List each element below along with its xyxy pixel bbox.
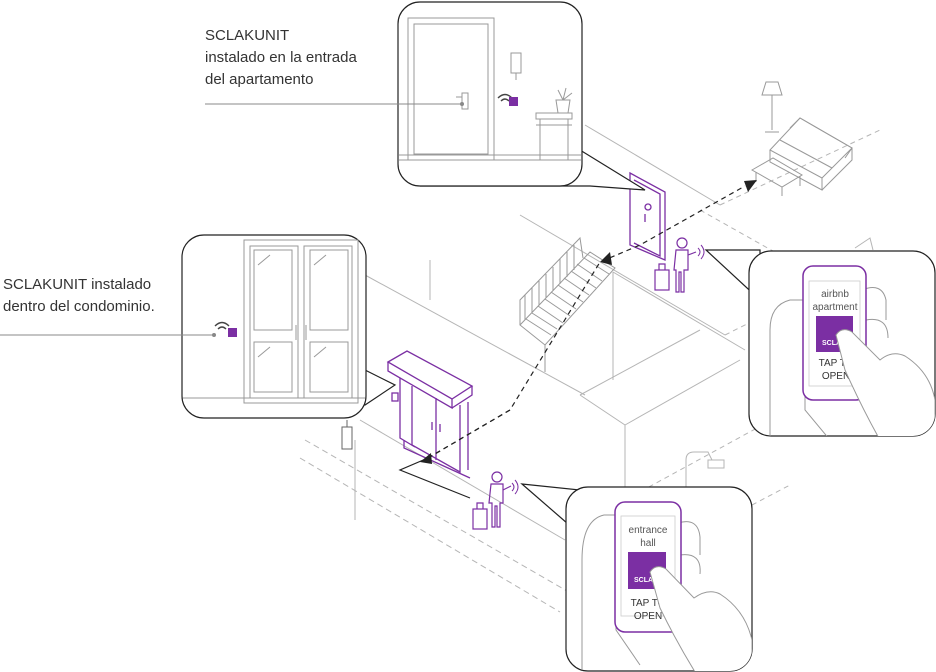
traveler-apartment bbox=[654, 237, 705, 293]
apartment-label-line1: SCLAKUNIT bbox=[205, 27, 290, 44]
phone-title-line2: apartment bbox=[812, 302, 857, 313]
apartment-label-line3: del apartamento bbox=[205, 71, 314, 88]
apartment-door bbox=[629, 171, 666, 261]
wifi-icon bbox=[214, 321, 230, 330]
condo-door-inset bbox=[181, 234, 397, 419]
phone-title-line1: entrance bbox=[629, 525, 668, 536]
tap-to-open-line1: TAP TO bbox=[819, 358, 854, 369]
condo-label-line2: dentro del condominio. bbox=[3, 298, 155, 315]
condo-unit-label: SCLAKUNIT instalado dentro del condomini… bbox=[3, 274, 155, 318]
leader-line-condo bbox=[0, 333, 216, 337]
apartment-phone-inset: airbnb apartment SCLAK TAP TO OPEN bbox=[704, 249, 936, 437]
apartment-door-inset bbox=[397, 1, 646, 191]
sclak-unit-condo bbox=[228, 328, 237, 337]
intercom-post bbox=[341, 420, 353, 450]
phone-title-line1: airbnb bbox=[821, 289, 849, 300]
living-room-furniture bbox=[750, 81, 853, 196]
sclak-badge-text: SCLAK bbox=[634, 577, 658, 584]
leader-line-apartment bbox=[205, 102, 464, 106]
condo-label-line1: SCLAKUNIT instalado bbox=[3, 276, 152, 293]
tap-to-open-line2: OPEN bbox=[634, 611, 662, 622]
condo-entrance bbox=[386, 350, 474, 479]
apartment-label-line2: instalado en la entrada bbox=[205, 49, 357, 66]
tap-to-open-line2: OPEN bbox=[822, 371, 850, 382]
route-path bbox=[398, 180, 757, 499]
pointing-hand bbox=[649, 566, 752, 671]
tap-to-open-line1: TAP TO bbox=[631, 598, 666, 609]
sclak-unit-apartment bbox=[509, 97, 518, 106]
traveler-entrance bbox=[472, 471, 519, 530]
pointing-hand bbox=[835, 329, 935, 436]
phone-title-line2: hall bbox=[640, 538, 656, 549]
sclak-badge-text: SCLAK bbox=[822, 340, 846, 347]
wifi-icon bbox=[497, 93, 513, 102]
building-outline bbox=[299, 124, 886, 613]
entrance-phone-inset: entrance hall SCLAK TAP TO OPEN bbox=[520, 483, 753, 672]
staircase bbox=[519, 236, 616, 372]
apartment-unit-label: SCLAKUNIT instalado en la entrada del ap… bbox=[205, 25, 357, 91]
